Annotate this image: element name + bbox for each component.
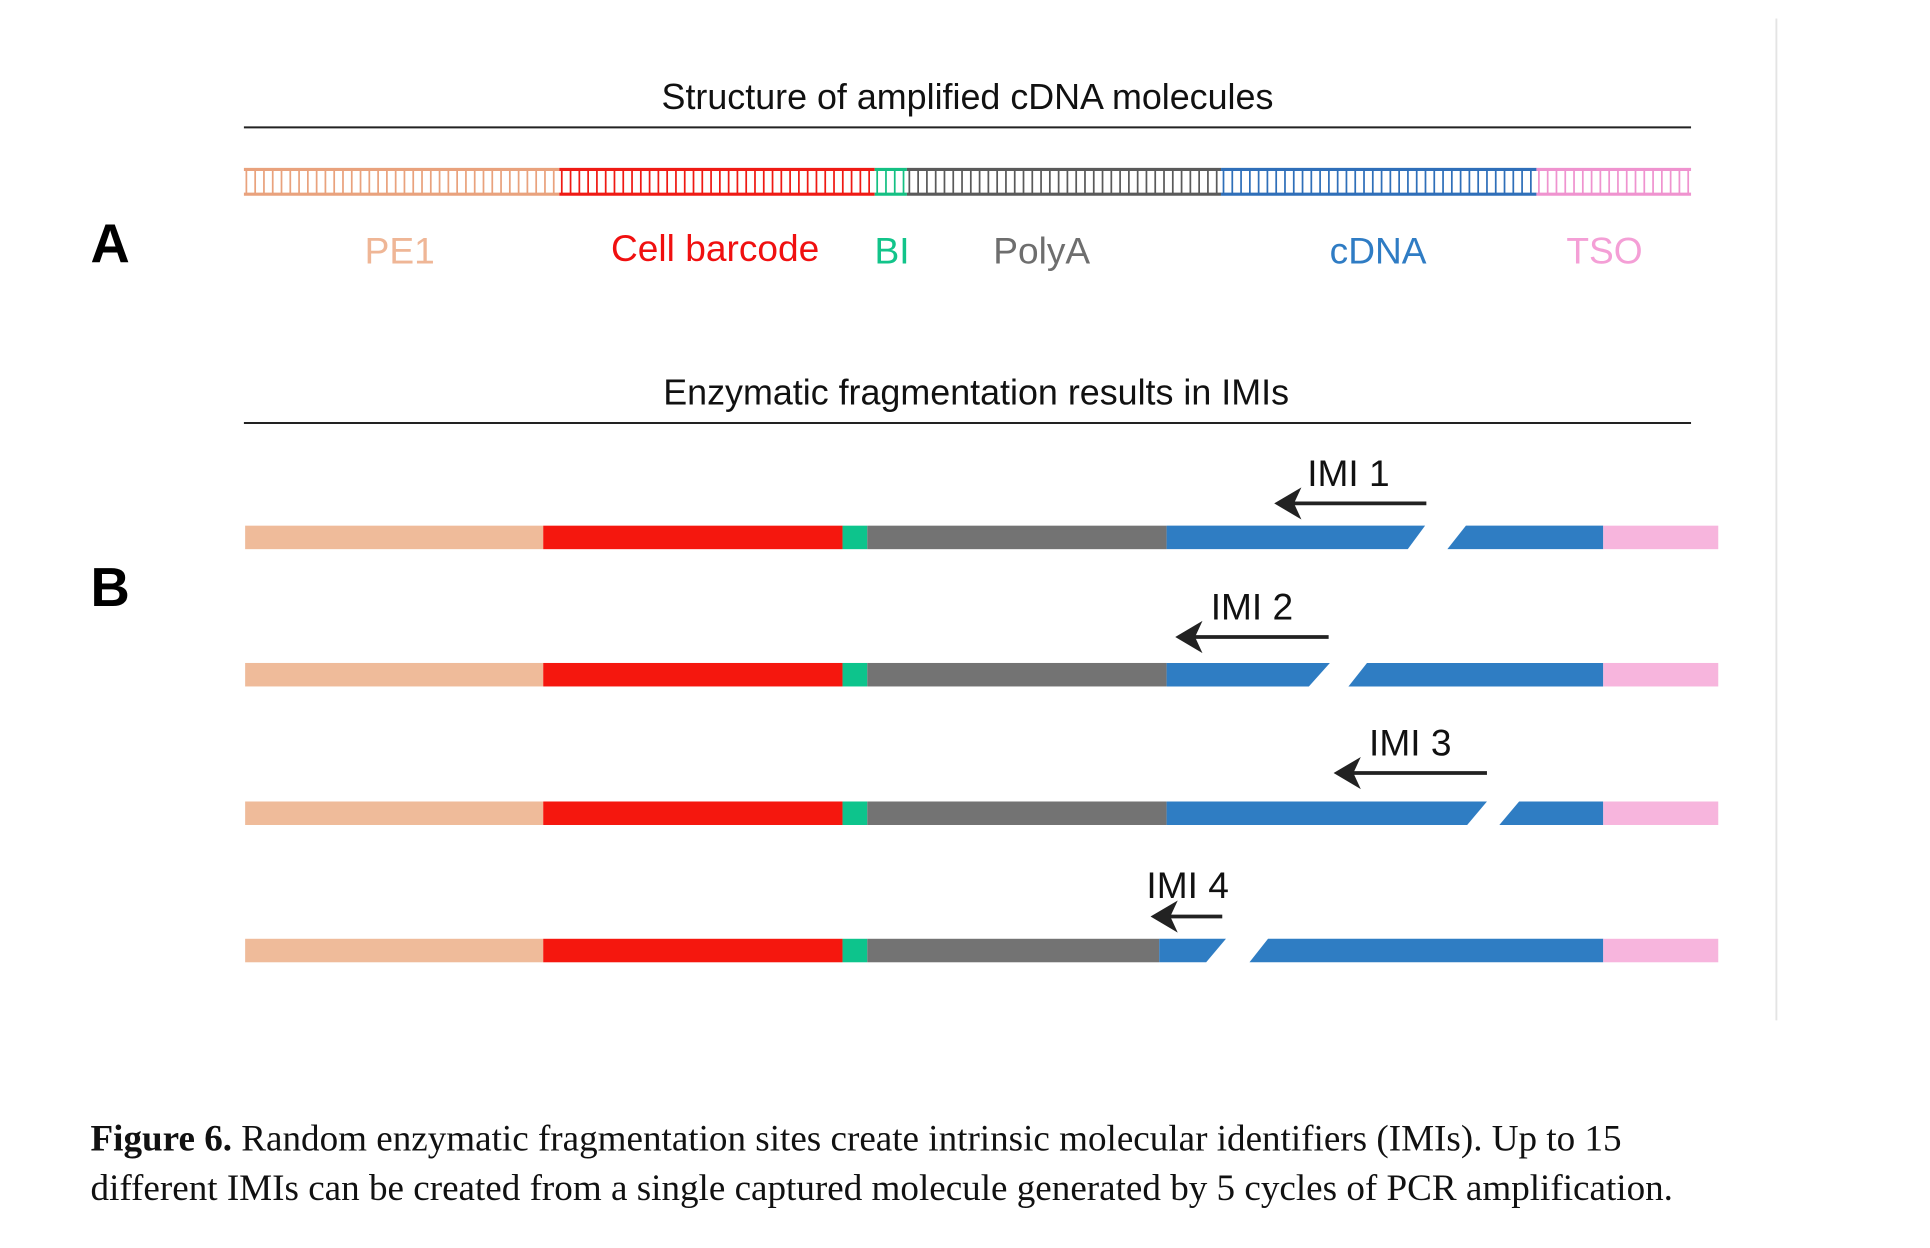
imi-label: IMI 4 <box>1146 864 1228 906</box>
ladder-segment-cell-barcode <box>559 167 875 196</box>
tso-segment <box>1603 938 1719 963</box>
segment-label: BI <box>874 229 909 271</box>
segment-label: Cell barcode <box>611 227 819 269</box>
tso-segment <box>1603 662 1719 687</box>
polya-segment <box>867 801 1167 825</box>
fragment-row-1: IMI 1 <box>245 452 1719 550</box>
cdna-ladder <box>243 167 1692 196</box>
segment-label: PE1 <box>365 229 435 271</box>
bi-segment <box>842 525 868 550</box>
pe1-segment <box>245 662 544 687</box>
bi-segment <box>842 662 868 687</box>
figure-caption: Figure 6. Random enzymatic fragmentation… <box>91 1118 1673 1208</box>
imi-label: IMI 2 <box>1211 586 1293 628</box>
barcode-segment <box>543 525 843 550</box>
cdna-fragment-left <box>1166 801 1487 825</box>
cdna-fragment-left <box>1166 662 1330 687</box>
arrow-left-icon <box>1175 620 1203 654</box>
ladder-segment-cdna <box>1221 167 1537 196</box>
caption-text-1: Random enzymatic fragmentation sites cre… <box>232 1118 1622 1159</box>
fragment-row-4: IMI 4 <box>245 864 1719 963</box>
arrow-left-icon <box>1333 756 1361 790</box>
caption-figure-label: Figure 6. <box>91 1118 233 1159</box>
fragment-row-2: IMI 2 <box>245 586 1719 687</box>
arrow-left-icon <box>1274 487 1302 520</box>
tso-segment <box>1603 801 1719 825</box>
panel-b-title: Enzymatic fragmentation results in IMIs <box>663 372 1289 412</box>
tso-segment <box>1603 525 1719 550</box>
segment-label: PolyA <box>993 229 1090 271</box>
imi-label: IMI 1 <box>1307 452 1389 494</box>
ladder-segment-bi <box>874 167 907 196</box>
cdna-fragment-right <box>1499 801 1604 825</box>
polya-segment <box>867 662 1167 687</box>
caption-line-2: different IMIs can be created from a sin… <box>91 1168 1673 1209</box>
polya-segment <box>867 525 1167 550</box>
cdna-fragment-right <box>1447 525 1604 550</box>
fragment-rows: IMI 1 IMI 2 IMI 3 IMI 4 <box>245 452 1719 963</box>
arrow-left-icon <box>1150 900 1178 933</box>
ladder-segment-pe1 <box>243 167 560 196</box>
panel-a-title: Structure of amplified cDNA molecules <box>662 77 1274 117</box>
ladder-segment-tso <box>1536 167 1692 196</box>
bi-segment <box>842 938 868 963</box>
cdna-fragment-right <box>1249 938 1604 963</box>
barcode-segment <box>543 662 843 687</box>
panel-b: B Enzymatic fragmentation results in IMI… <box>91 372 1719 963</box>
panel-a-letter: A <box>91 213 130 274</box>
segment-label: cDNA <box>1330 229 1427 271</box>
bi-segment <box>842 801 868 825</box>
segment-labels: PE1 Cell barcode BI PolyA cDNA TSO <box>365 227 1643 271</box>
ladder-segment-polya <box>906 167 1222 196</box>
barcode-segment <box>543 801 843 825</box>
cdna-fragment-left <box>1166 525 1426 550</box>
cdna-fragment-right <box>1348 662 1604 687</box>
pe1-segment <box>245 801 544 825</box>
cdna-fragment-left <box>1159 938 1226 963</box>
segment-label: TSO <box>1566 229 1642 271</box>
caption-line-1: Figure 6. Random enzymatic fragmentation… <box>91 1118 1622 1159</box>
pe1-segment <box>245 525 544 550</box>
pe1-segment <box>245 938 544 963</box>
panel-a: A Structure of amplified cDNA molecules … <box>91 77 1692 274</box>
imi-label: IMI 3 <box>1369 722 1451 764</box>
barcode-segment <box>543 938 843 963</box>
polya-segment <box>867 938 1160 963</box>
fragment-row-3: IMI 3 <box>245 722 1719 825</box>
panel-b-letter: B <box>91 557 130 618</box>
